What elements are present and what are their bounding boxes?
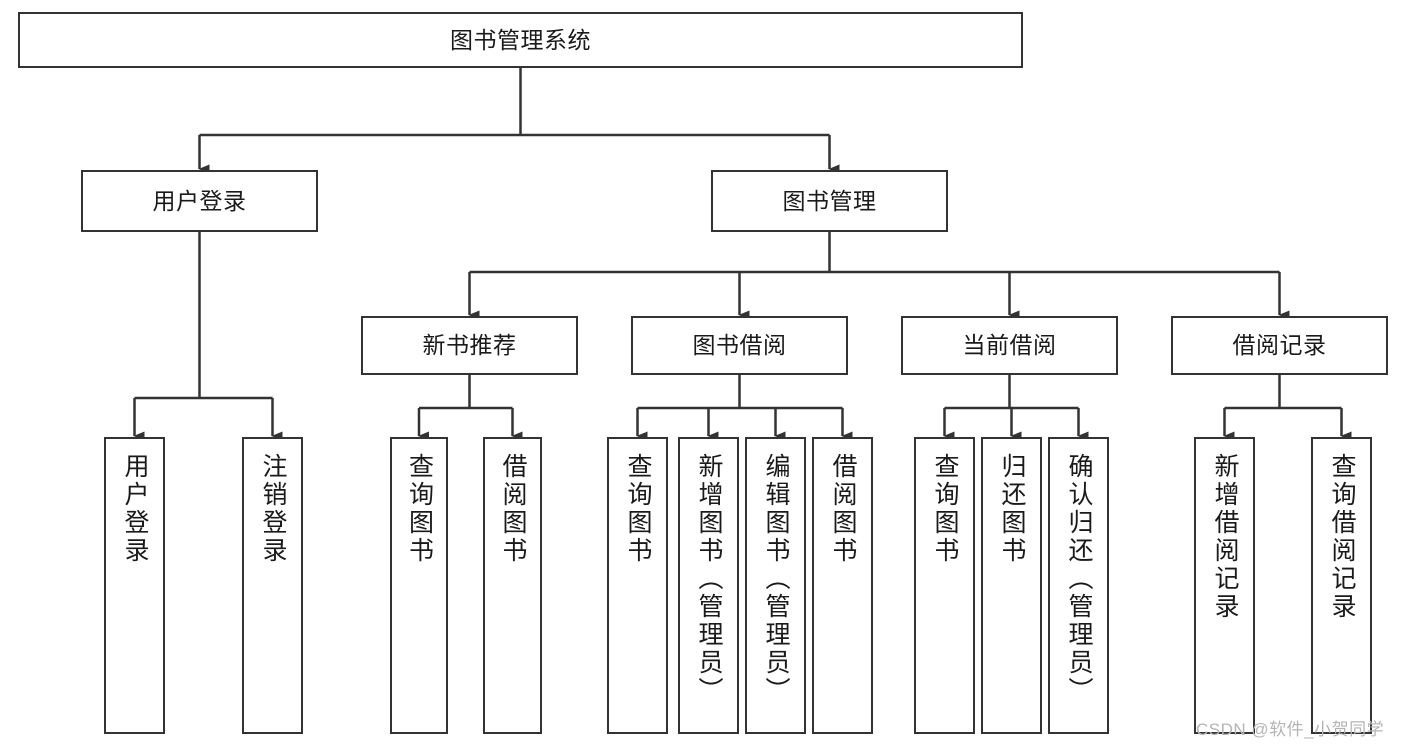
node-label: 确认归还（管理员） — [1065, 453, 1093, 705]
leaf-edit-book-admin[interactable]: 编辑图书（管理员） — [745, 437, 806, 734]
node-book-management-module[interactable]: 图书管理 — [711, 170, 948, 232]
leaf-user-logout[interactable]: 注销登录 — [242, 437, 303, 734]
node-label: 归还图书 — [998, 453, 1026, 565]
watermark: CSDN @软件_小贺同学 — [1196, 720, 1385, 739]
leaf-add-book-admin[interactable]: 新增图书（管理员） — [678, 437, 739, 734]
node-label: 用户登录 — [121, 453, 149, 565]
node-label: 图书借阅 — [692, 332, 787, 359]
node-label: 新增借阅记录 — [1211, 453, 1239, 621]
node-label: 查询图书 — [405, 453, 434, 565]
node-user-login-module[interactable]: 用户登录 — [81, 170, 318, 232]
node-label: 借阅图书 — [829, 453, 857, 565]
node-borrow-records[interactable]: 借阅记录 — [1171, 316, 1388, 375]
node-label: 编辑图书（管理员） — [762, 453, 790, 705]
leaf-return-book[interactable]: 归还图书 — [981, 437, 1042, 734]
leaf-query-book-current[interactable]: 查询图书 — [914, 437, 975, 734]
node-label: 当前借阅 — [962, 332, 1057, 359]
node-label: 新书推荐 — [422, 332, 517, 359]
leaf-user-login[interactable]: 用户登录 — [104, 437, 165, 734]
leaf-query-borrow-record[interactable]: 查询借阅记录 — [1311, 437, 1372, 734]
leaf-borrow-book[interactable]: 借阅图书 — [812, 437, 873, 734]
node-label: 图书管理系统 — [450, 26, 591, 53]
leaf-add-borrow-record[interactable]: 新增借阅记录 — [1194, 437, 1255, 734]
node-label: 查询图书 — [624, 453, 652, 565]
node-current-borrow[interactable]: 当前借阅 — [901, 316, 1118, 375]
node-label: 新增图书（管理员） — [695, 453, 723, 705]
node-label: 借阅记录 — [1232, 332, 1327, 359]
node-label: 查询图书 — [931, 453, 959, 565]
leaf-query-book-borrow[interactable]: 查询图书 — [607, 437, 668, 734]
node-book-borrow[interactable]: 图书借阅 — [631, 316, 848, 375]
node-label: 注销登录 — [259, 453, 287, 565]
node-new-book-recommend[interactable]: 新书推荐 — [361, 316, 578, 375]
leaf-confirm-return-admin[interactable]: 确认归还（管理员） — [1048, 437, 1109, 734]
node-root[interactable]: 图书管理系统 — [18, 12, 1023, 68]
leaf-query-book-recommend[interactable]: 查询图书 — [390, 437, 448, 734]
leaf-borrow-book-recommend[interactable]: 借阅图书 — [483, 437, 542, 734]
node-label: 图书管理 — [782, 187, 877, 214]
node-label: 查询借阅记录 — [1328, 453, 1356, 621]
node-label: 用户登录 — [152, 187, 247, 214]
node-label: 借阅图书 — [499, 453, 527, 565]
